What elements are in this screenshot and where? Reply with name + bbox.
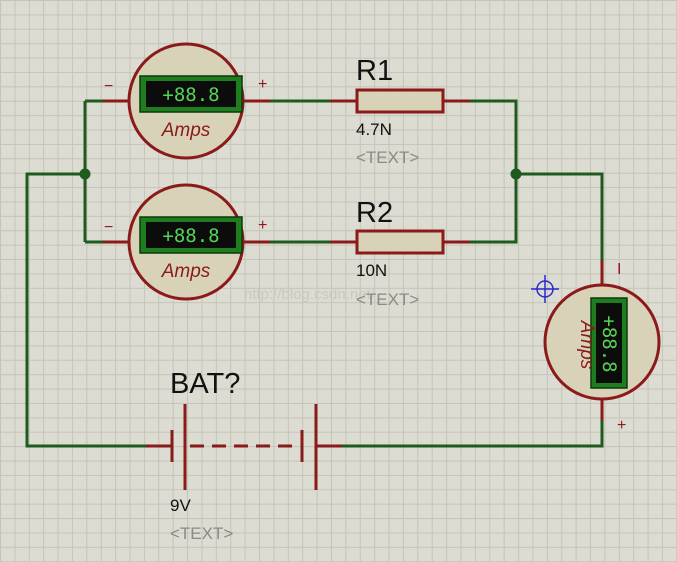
ammeter-a1-label: Amps xyxy=(161,120,211,141)
ammeter-a3-label: Amps xyxy=(576,320,597,370)
resistor-r2-body xyxy=(355,229,445,255)
ammeter-a2-display: +88.8 xyxy=(162,225,219,247)
ammeter-a2-label: Amps xyxy=(161,261,211,282)
ammeter-a2-minus-sign: − xyxy=(104,219,113,236)
wire-battery-loop xyxy=(25,172,146,448)
ammeter-a1-plus-sign: + xyxy=(258,76,267,93)
watermark: http://blog.csdn.net/ xyxy=(244,286,376,303)
wire-r1-out xyxy=(470,99,518,244)
ammeter-a1-display-screen xyxy=(146,81,236,107)
ammeter-a3-display: +88.8 xyxy=(598,315,620,372)
ammeter-a1-minus-sign: − xyxy=(104,78,113,95)
resistor-r2-text: <TEXT> xyxy=(356,290,419,309)
resistor-r2-ref: R2 xyxy=(356,197,393,229)
battery-ref: BAT? xyxy=(170,368,240,400)
resistor-r1-text: <TEXT> xyxy=(356,148,419,167)
resistor-r2-value: 10N xyxy=(356,261,387,280)
wires xyxy=(25,99,604,448)
resistor-r1[interactable]: R1 4.7N <TEXT> xyxy=(330,55,470,167)
junction-dot-icon xyxy=(79,168,91,180)
wire-a3-battery xyxy=(342,420,604,448)
ammeter-a1-display: +88.8 xyxy=(162,84,219,106)
ammeter-a3-plus-sign: + xyxy=(617,417,626,434)
crosshair-icon xyxy=(531,275,559,303)
resistor-r1-ref: R1 xyxy=(356,55,393,87)
ammeter-a2-display-screen xyxy=(146,222,236,248)
battery-bat[interactable]: BAT? 9V <TEXT> xyxy=(146,368,342,543)
resistor-r1-body xyxy=(355,88,445,114)
resistor-r2[interactable]: R2 10N <TEXT> xyxy=(330,197,470,309)
battery-text: <TEXT> xyxy=(170,524,233,543)
ammeter-a3-display-screen xyxy=(596,303,622,383)
ammeter-a3[interactable]: +88.8 Amps I + xyxy=(543,260,661,434)
ammeter-a1[interactable]: +88.8 Amps − + xyxy=(103,42,270,160)
ammeter-a2[interactable]: +88.8 Amps − + xyxy=(103,183,270,301)
resistor-r1-value: 4.7N xyxy=(356,120,392,139)
wire-to-a3 xyxy=(516,172,604,260)
battery-value: 9V xyxy=(170,496,191,515)
ammeter-a3-minus-sign: I xyxy=(617,261,621,278)
junction-dot-icon xyxy=(510,168,522,180)
ammeter-a2-plus-sign: + xyxy=(258,217,267,234)
